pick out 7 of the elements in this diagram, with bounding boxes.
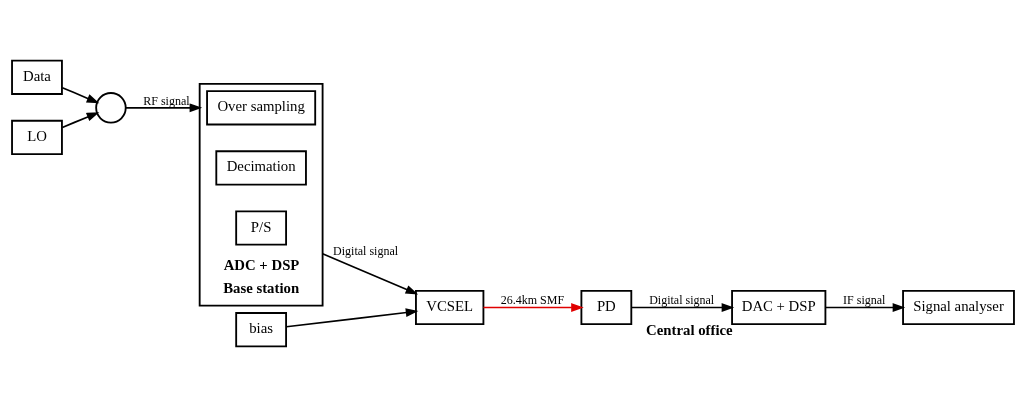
edge-label: IF signal [843, 293, 886, 308]
edge-label: 26.4km SMF [500, 293, 565, 308]
edge-label: Digital signal [649, 293, 715, 308]
edge-label: RF signal [143, 93, 190, 108]
edge-label: Digital signal [333, 244, 399, 259]
node-label: Base station [223, 279, 300, 296]
node-label: Central office [646, 322, 733, 339]
